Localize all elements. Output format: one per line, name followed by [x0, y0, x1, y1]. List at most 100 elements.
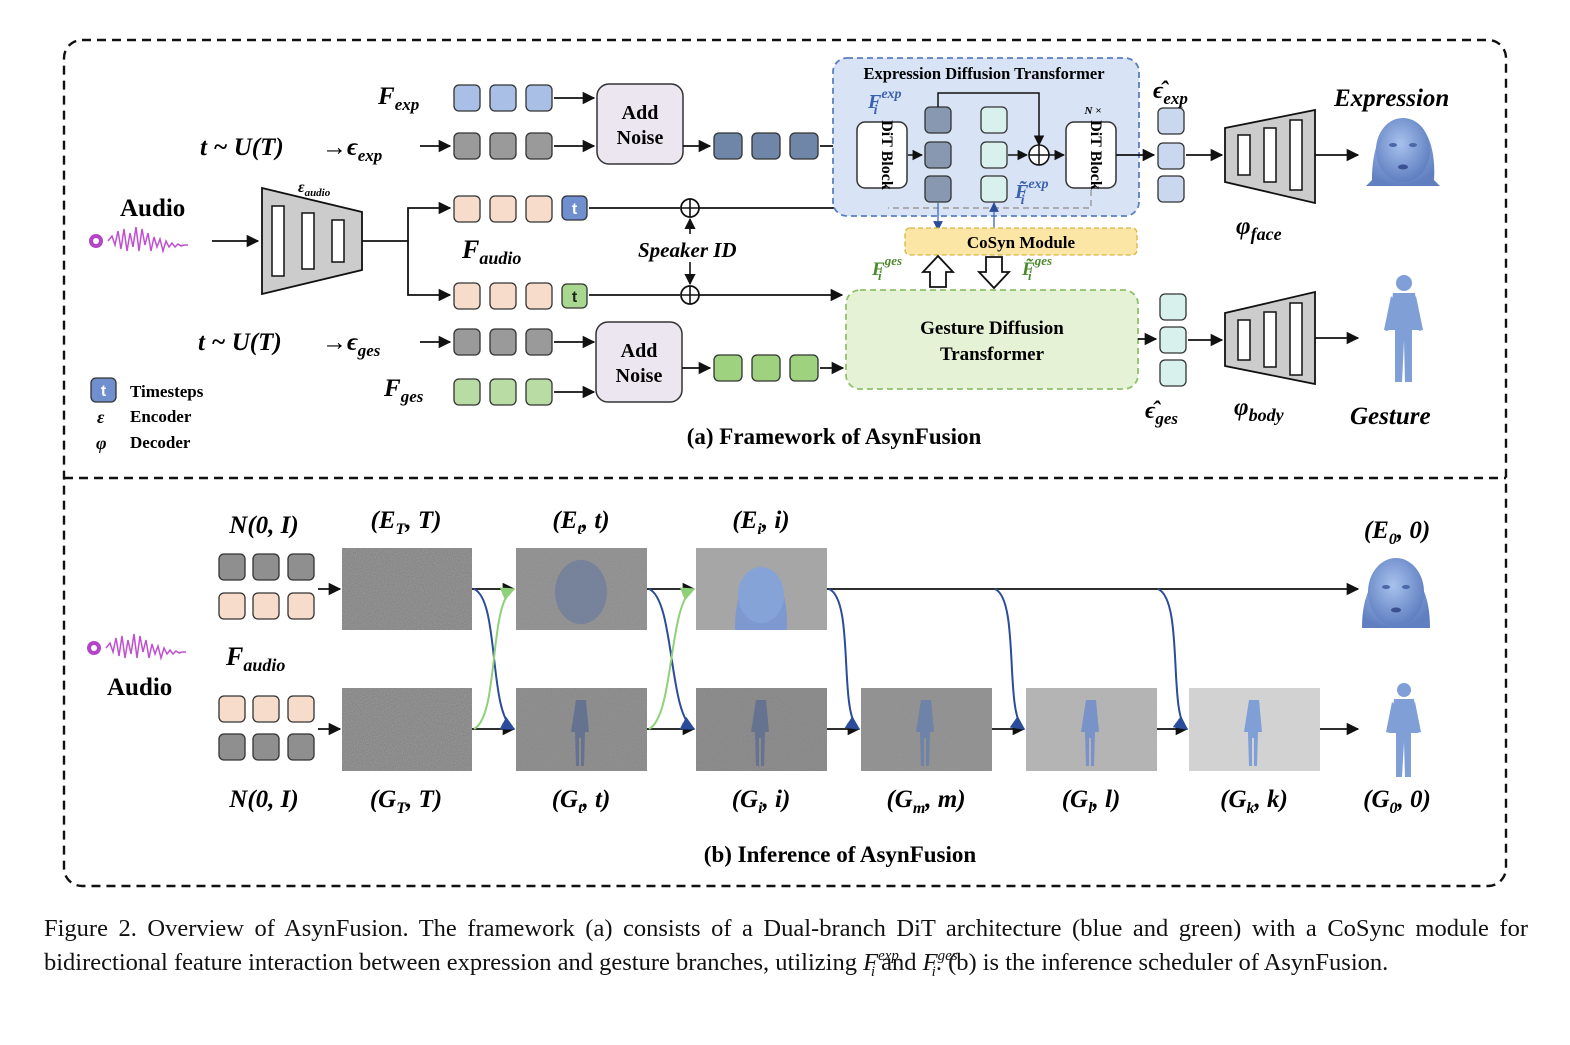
svg-text:Noise: Noise: [617, 127, 664, 149]
encoder-branch-top: [362, 201, 452, 242]
bottom-frame-label-5: (Gk, k): [1220, 786, 1288, 817]
t-dist-bottom: t ~ U(T): [198, 329, 282, 356]
legend: t Timesteps ε Encoder φ Decoder: [90, 377, 204, 453]
phi-body-label: φbody: [1234, 394, 1285, 425]
caption-part1: Figure 2. Overview of AsynFusion. The fr…: [44, 915, 1528, 976]
f-exp-label: Fexp: [377, 83, 419, 114]
caption-part2: . (b) is the inference scheduler of Asyn…: [935, 949, 1389, 976]
f-exp-tokens: [453, 84, 553, 112]
face-avatar-icon: [1366, 118, 1440, 186]
svg-text:t: t: [572, 201, 578, 218]
expression-label: Expression: [1333, 85, 1449, 112]
bottom-frame-labels: (GT, T) (Gt, t) (Gi, i) (Gm, m) (Gl, l) (Gk, …: [370, 786, 1431, 817]
figure-caption: Figure 2. Overview of AsynFusion. The fr…: [44, 912, 1528, 983]
speaker-id-label: Speaker ID: [638, 238, 737, 262]
gesture-label: Gesture: [1350, 403, 1431, 430]
f-ges-tokens: [453, 378, 553, 406]
svg-text:Add: Add: [622, 102, 659, 124]
add-noise-box-top: Add Noise: [596, 83, 684, 165]
noisy-exp-tokens: [713, 132, 819, 160]
figure-diagram: Fexp t ~ U(T) →ϵexp Audio εaudio Faudio …: [62, 38, 1508, 888]
svg-text:CoSyn Module: CoSyn Module: [967, 233, 1076, 252]
svg-text:Gesture Diffusion: Gesture Diffusion: [920, 318, 1064, 339]
eps-hat-exp-tokens: [1157, 107, 1185, 203]
frame-E-t: [516, 548, 647, 630]
add-noise-box-bottom: Add Noise: [595, 321, 683, 403]
eps-ges-label: →ϵges: [322, 329, 381, 360]
noise-tokens-bottom-b: [218, 695, 315, 761]
t-dist-top: t ~ U(T): [200, 134, 284, 161]
bottom-frame-label-1: (Gt, t): [552, 786, 611, 817]
frame-E-0-face: [1362, 558, 1430, 628]
frame-E-i: [696, 548, 827, 630]
audio-label-b: Audio: [107, 674, 172, 701]
hollow-up-arrow: [920, 254, 956, 288]
noise-ges-tokens: [453, 328, 553, 356]
svg-text:Encoder: Encoder: [130, 407, 192, 426]
svg-text:t: t: [572, 289, 578, 306]
audio-tokens-top: [453, 195, 553, 223]
encoder-branch-bottom: [407, 241, 452, 302]
timestep-token-blue: t: [561, 195, 588, 221]
caption-f-exp: Fexpi: [863, 948, 899, 980]
hollow-down-arrow: [976, 256, 1012, 290]
svg-text:ε: ε: [97, 407, 105, 427]
svg-text:Noise: Noise: [616, 365, 663, 387]
svg-text:t: t: [101, 383, 107, 400]
frame-G-m: [861, 688, 992, 771]
timestep-token-green: t: [561, 283, 588, 309]
noisy-ges-tokens: [713, 354, 819, 382]
bottom-frame-label-6: (G0, 0): [1363, 786, 1431, 817]
frame-G-0-body: [1386, 683, 1421, 777]
bottom-frame-label-2: (Gi, i): [732, 786, 791, 817]
audio-encoder: [261, 186, 363, 296]
expression-transformer: Expression Diffusion Transformer DiT Blo…: [832, 57, 1140, 217]
body-decoder: [1224, 290, 1316, 386]
eps-exp-label: →ϵexp: [322, 134, 382, 165]
noise-tokens-top-b: [218, 553, 315, 620]
panel-a: Fexp t ~ U(T) →ϵexp Audio εaudio Faudio …: [120, 83, 737, 406]
svg-text:Decoder: Decoder: [130, 433, 191, 452]
noise-label-bottom: N(0, I): [228, 786, 298, 813]
svg-text:Add: Add: [621, 340, 658, 362]
svg-text:Transformer: Transformer: [940, 344, 1045, 365]
outer-frame: [62, 38, 1508, 888]
frame-G-i: [696, 688, 827, 771]
top-frame-label-0: (ET, T): [371, 507, 442, 538]
top-frame-label-2: (Ei, i): [732, 507, 789, 538]
svg-text:Expression Diffusion Transform: Expression Diffusion Transformer: [863, 64, 1104, 83]
audio-tokens-bottom: [453, 282, 553, 310]
cosyn-module: CoSyn Module: [904, 227, 1138, 256]
bottom-frame-label-4: (Gl, l): [1062, 786, 1121, 817]
noise-exp-tokens: [453, 132, 553, 160]
bottom-frame-label-0: (GT, T): [370, 786, 442, 817]
svg-text:N ×: N ×: [1084, 105, 1102, 117]
svg-text:DiT Block: DiT Block: [878, 120, 895, 190]
caption-f-ges: Fgesi: [922, 948, 958, 980]
top-frame-label-1: (Et, t): [552, 507, 609, 538]
frame-G-t: [516, 688, 647, 771]
frame-E-T: [342, 548, 472, 630]
top-frame-labels: (ET, T) (Et, t) (Ei, i) (E0, 0): [371, 507, 1431, 548]
f-audio-label: Faudio: [461, 235, 521, 268]
caption-and: and: [875, 949, 923, 976]
noise-label-top: N(0, I): [228, 512, 298, 539]
svg-text:φ: φ: [96, 433, 107, 453]
eps-hat-exp-label: ϵ̂exp: [1153, 78, 1188, 108]
svg-text:DiT Block: DiT Block: [1087, 120, 1104, 190]
panel-a-title: (a) Framework of AsynFusion: [687, 424, 982, 449]
bottom-frame-label-3: (Gm, m): [886, 786, 965, 817]
frame-G-T: [342, 688, 472, 771]
gesture-transformer: Gesture Diffusion Transformer: [845, 289, 1139, 390]
eps-hat-ges-label: ϵ̂ges: [1145, 398, 1178, 428]
top-frame-label-3: (E0, 0): [1364, 517, 1430, 548]
frame-G-l: [1026, 688, 1157, 771]
body-avatar-icon: [1384, 275, 1423, 382]
phi-face-label: φface: [1236, 213, 1282, 244]
f-audio-label-b: Faudio: [225, 642, 285, 675]
f-ges-label: Fges: [383, 375, 424, 406]
